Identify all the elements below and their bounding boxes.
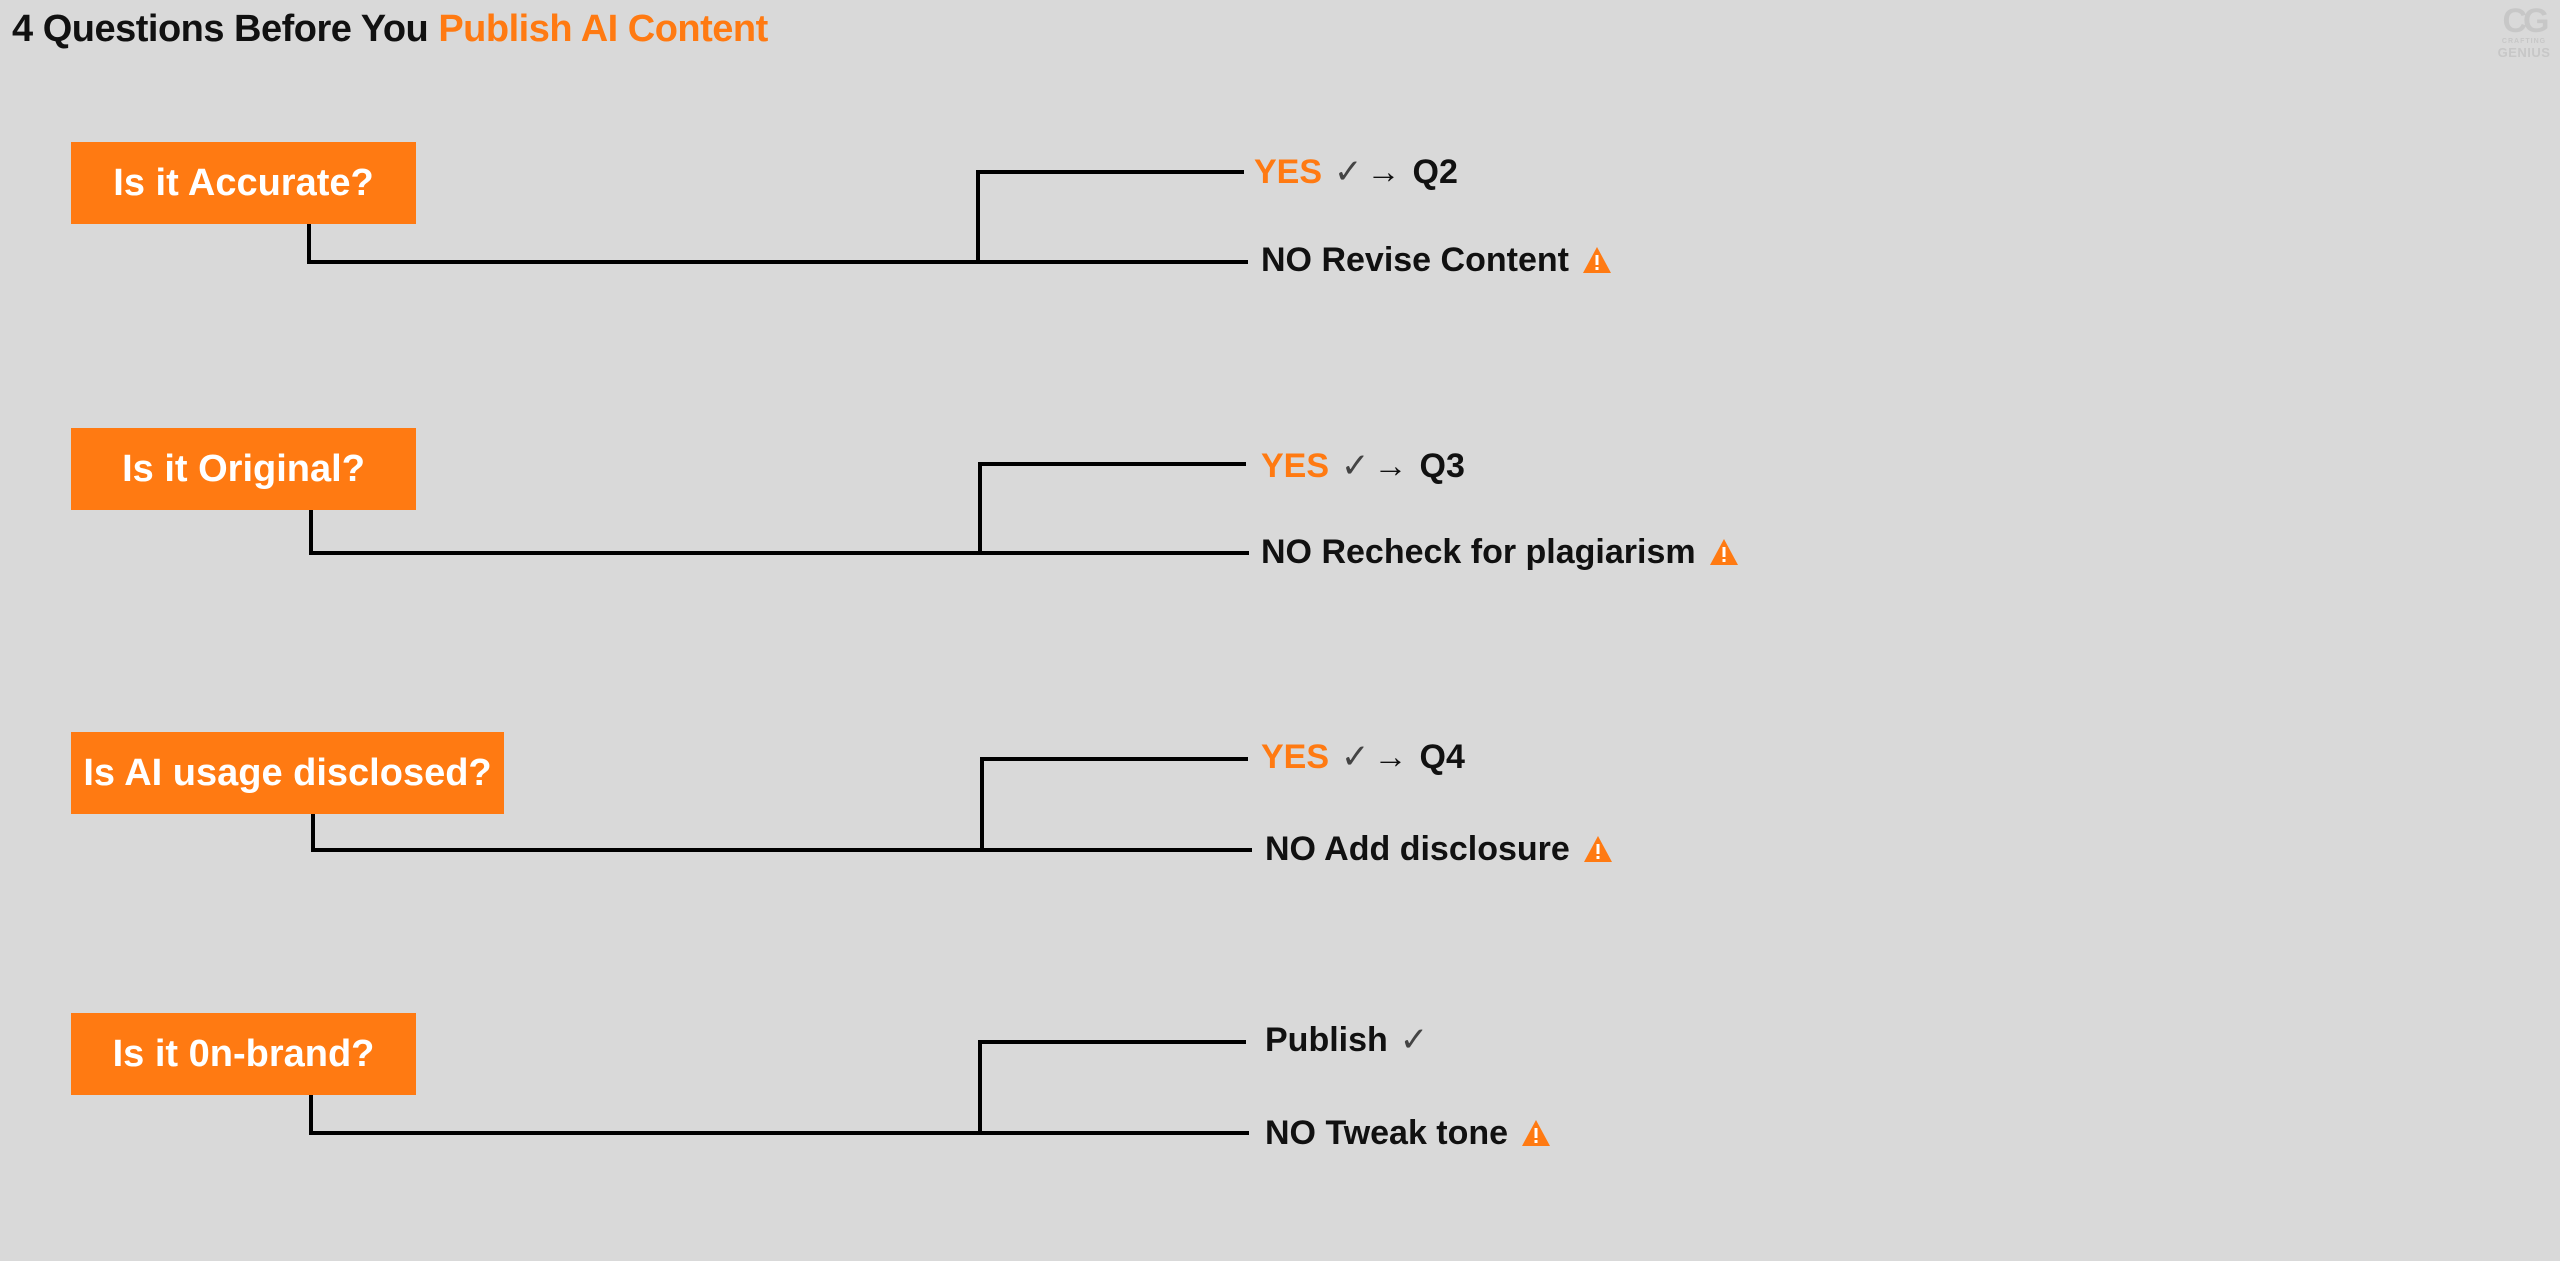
question-label-1: Is it Accurate? (113, 161, 374, 204)
yes-branch-3: YES ✓ → Q4 (1261, 735, 1465, 779)
yes-target: Q4 (1419, 737, 1465, 776)
warning-triangle-icon (1582, 247, 1611, 273)
publish-branch: Publish ✓ (1265, 1018, 1432, 1062)
connector-line (978, 1040, 982, 1135)
yes-target: Q3 (1419, 446, 1465, 485)
connector-line (309, 551, 1249, 555)
no-branch-4: NO Tweak tone (1265, 1111, 1552, 1155)
brand-logo: CG CRAFTING GENIUS (2492, 4, 2556, 60)
arrow-right-icon: → (1373, 737, 1408, 776)
logo-word: GENIUS (2497, 45, 2551, 60)
question-box-1: Is it Accurate? (71, 142, 416, 224)
yes-label: YES (1261, 737, 1330, 776)
title-accent: Publish AI Content (438, 8, 768, 50)
check-icon: ✓ (1341, 738, 1370, 776)
check-icon: ✓ (1399, 1021, 1429, 1059)
yes-target: Q2 (1412, 152, 1458, 191)
no-text: NO Recheck for plagiarism (1261, 532, 1696, 571)
connector-line (307, 260, 1248, 264)
warning-triangle-icon (1583, 836, 1612, 862)
arrow-right-icon: → (1366, 152, 1401, 191)
title-prefix: 4 Questions Before You (12, 8, 429, 50)
connector-line (980, 757, 984, 852)
no-text: NO Revise Content (1261, 240, 1569, 279)
no-text: NO Tweak tone (1265, 1113, 1509, 1152)
check-icon: ✓ (1341, 447, 1370, 485)
connector-line (976, 170, 980, 264)
warning-triangle-icon (1522, 1120, 1551, 1146)
yes-label: YES (1254, 152, 1323, 191)
connector-line (309, 1131, 1249, 1135)
connector-line (978, 462, 1246, 466)
question-box-2: Is it Original? (71, 428, 416, 510)
question-label-4: Is it 0n-brand? (112, 1032, 375, 1075)
yes-branch-2: YES ✓ → Q3 (1261, 444, 1465, 488)
yes-label: YES (1261, 446, 1330, 485)
question-box-3: Is AI usage disclosed? (71, 732, 504, 814)
connector-line (307, 224, 311, 264)
connector-line (978, 1040, 1246, 1044)
no-text: NO Add disclosure (1265, 829, 1570, 868)
question-label-3: Is AI usage disclosed? (83, 751, 492, 794)
check-icon: ✓ (1334, 153, 1363, 191)
publish-text: Publish (1265, 1020, 1388, 1059)
logo-mark-icon: CG (2502, 2, 2550, 40)
connector-line (980, 757, 1248, 761)
question-label-2: Is it Original? (122, 447, 365, 490)
warning-triangle-icon (1709, 539, 1738, 565)
connector-line (978, 462, 982, 555)
logo-small-text: CRAFTING (2501, 38, 2547, 45)
no-branch-2: NO Recheck for plagiarism (1261, 530, 1740, 574)
no-branch-1: NO Revise Content (1261, 238, 1613, 282)
arrow-right-icon: → (1373, 446, 1408, 485)
connector-line (311, 848, 1252, 852)
connector-line (311, 814, 315, 852)
no-branch-3: NO Add disclosure (1265, 827, 1614, 871)
question-box-4: Is it 0n-brand? (71, 1013, 416, 1095)
page-title: 4 Questions Before You Publish AI Conten… (12, 8, 768, 51)
connector-line (309, 1095, 313, 1135)
connector-line (309, 510, 313, 555)
yes-branch-1: YES ✓ → Q2 (1254, 150, 1458, 194)
connector-line (976, 170, 1244, 174)
